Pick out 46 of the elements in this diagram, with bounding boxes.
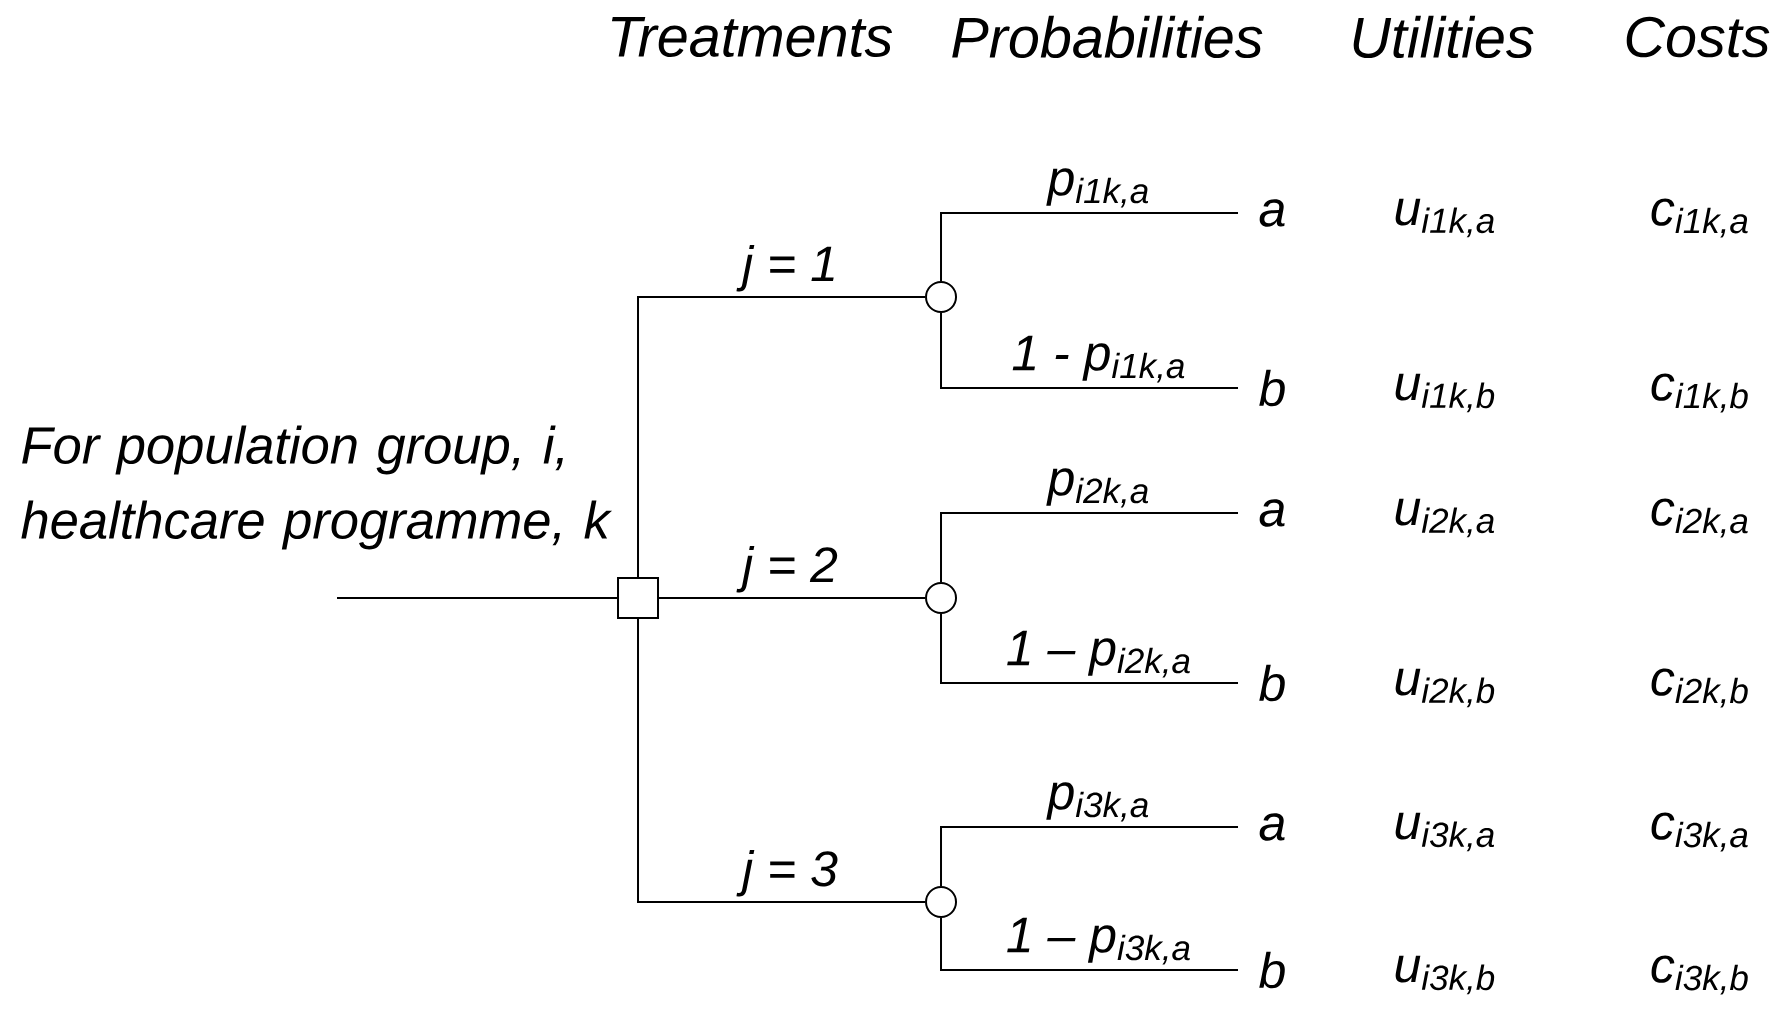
column-header: Probabilities <box>952 15 1263 59</box>
cost-label: c$_{i3k,a}$ <box>1651 812 1748 852</box>
edge-label: p$_{i3k,a}$ <box>1046 782 1149 822</box>
branch-line <box>658 597 926 599</box>
problem-statement: For population group, i, healthcare programme, k <box>21 425 613 550</box>
edge-label: j = 1 <box>736 244 834 292</box>
chance-node <box>925 886 957 918</box>
cost-label: c$_{i2k,a}$ <box>1651 498 1748 538</box>
branch-line <box>940 212 1239 282</box>
outcome-label: b <box>1259 664 1285 702</box>
utility-label: u$_{i1k,a}$ <box>1395 198 1495 238</box>
chance-node <box>925 582 957 614</box>
utility-label: u$_{i3k,b}$ <box>1395 955 1495 995</box>
column-header: Utilities <box>1353 15 1534 59</box>
branch-line <box>637 618 926 903</box>
cost-label: c$_{i1k,b}$ <box>1651 373 1748 413</box>
outcome-label: a <box>1259 199 1285 227</box>
edge-label: 1 – p$_{i2k,a}$ <box>1007 630 1190 678</box>
utility-label: u$_{i2k,b}$ <box>1395 668 1495 708</box>
edge-label: 1 - p$_{i1k,a}$ <box>1012 335 1185 383</box>
decision-node <box>617 577 659 619</box>
edge-label: j = 3 <box>736 849 838 897</box>
column-header: Treatments <box>611 16 893 58</box>
branch-line <box>940 826 1239 887</box>
branch-line <box>940 613 1239 684</box>
utility-label: u$_{i2k,a}$ <box>1395 498 1495 538</box>
outcome-label: a <box>1259 813 1285 841</box>
outcome-label: b <box>1259 951 1285 989</box>
edge-label: j = 2 <box>736 545 838 593</box>
cost-label: c$_{i1k,a}$ <box>1651 198 1748 238</box>
column-header: Costs <box>1626 16 1770 58</box>
utility-label: u$_{i1k,b}$ <box>1395 373 1495 413</box>
edge-label: p$_{i2k,a}$ <box>1046 468 1149 508</box>
branch-line <box>940 917 1239 971</box>
cost-label: c$_{i2k,b}$ <box>1651 668 1748 708</box>
branch-line <box>940 312 1239 389</box>
branch-line <box>940 512 1239 583</box>
cost-label: c$_{i3k,b}$ <box>1651 955 1748 995</box>
edge-label: 1 – p$_{i3k,a}$ <box>1007 917 1190 965</box>
outcome-label: b <box>1259 369 1285 407</box>
chance-node <box>925 281 957 313</box>
outcome-label: a <box>1259 499 1285 527</box>
branch-line <box>336 597 618 599</box>
edge-label: p$_{i1k,a}$ <box>1046 168 1149 208</box>
branch-line <box>637 296 926 578</box>
utility-label: u$_{i3k,a}$ <box>1395 812 1495 852</box>
